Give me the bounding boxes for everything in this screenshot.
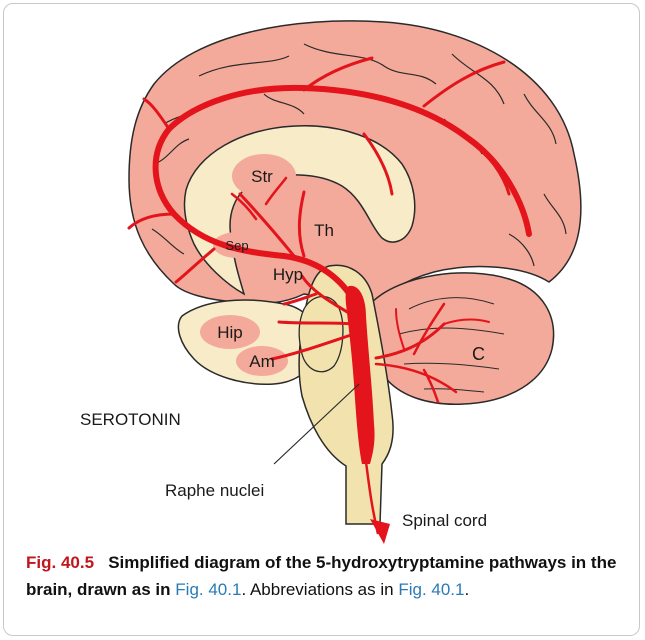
label-spinal-cord: Spinal cord [402,511,487,530]
figure-reference-link-2[interactable]: Fig. 40.1 [398,580,464,599]
figure-reference-link-1[interactable]: Fig. 40.1 [175,580,241,599]
label-septum: Sep [225,238,248,253]
label-hippocampus: Hip [217,323,243,342]
brain-diagram: Str Th Sep Hyp Hip Am C SEROTONIN Raphe … [4,4,640,544]
cerebellum [368,273,553,404]
caption-text: . Abbreviations as in [241,580,393,599]
figure-caption: Fig. 40.5 Simplified diagram of the 5-hy… [26,549,626,603]
label-cerebellum: C [472,344,485,364]
figure-frame: Str Th Sep Hyp Hip Am C SEROTONIN Raphe … [3,3,640,636]
label-amygdala: Am [249,352,275,371]
midbrain [299,297,343,372]
caption-end: . [464,580,469,599]
figure-number: Fig. 40.5 [26,553,94,572]
spinal-arrow [370,519,390,544]
label-striatum: Str [251,167,273,186]
label-hypothalamus: Hyp [273,265,303,284]
label-thalamus: Th [314,221,334,240]
diagram-title: SEROTONIN [80,410,181,429]
label-raphe-nuclei: Raphe nuclei [165,481,264,500]
